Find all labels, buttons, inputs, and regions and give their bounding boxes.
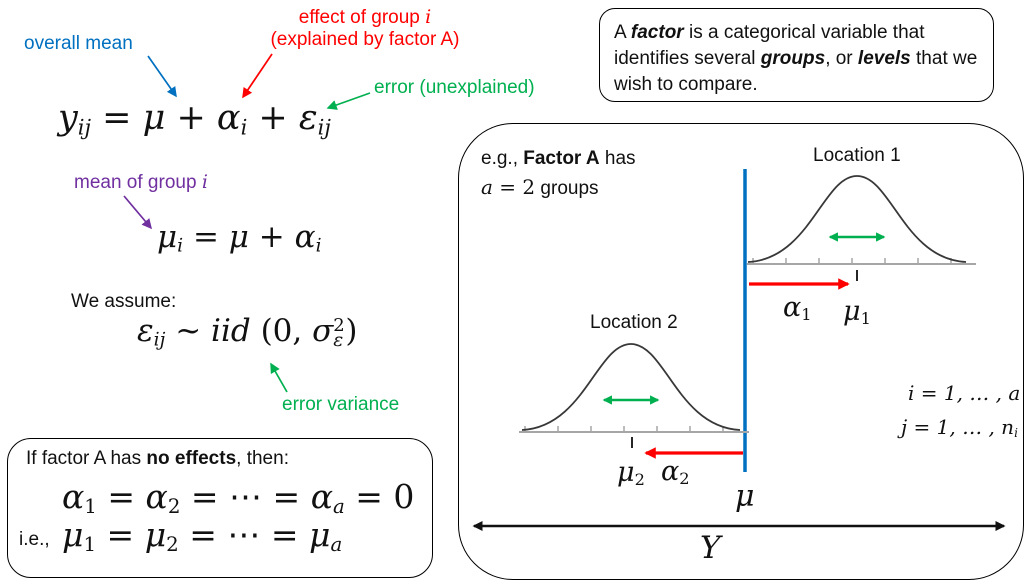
overall-mean-arrow <box>147 55 177 98</box>
alpha1-label: α1 <box>783 292 812 325</box>
index-j-label: j = 1, … , ni <box>901 415 1018 440</box>
main-diagram-box <box>458 123 1024 580</box>
levels-word: levels <box>857 48 911 69</box>
factor-definition-text: A factor is a categorical variable that … <box>614 22 978 95</box>
effect-arrow <box>242 53 273 99</box>
mu-equation: μ1 = μ2 = ⋯ = μa <box>62 515 343 556</box>
factor-definition-box <box>599 8 994 102</box>
example-text: e.g., Factor A has a = 2 groups <box>481 148 636 199</box>
assumption-equation: εij ~ iid (0, σ2ε) <box>137 313 358 351</box>
mu-label: μ <box>735 479 755 514</box>
y-axis-label: Y <box>700 530 721 566</box>
alpha-equation: α1 = α2 = ⋯ = αa = 0 <box>62 477 415 518</box>
no-effects-box <box>7 438 433 578</box>
location1-label: Location 1 <box>813 145 901 166</box>
mu2-label: μ2 <box>617 457 645 490</box>
error-variance-arrow <box>270 362 288 393</box>
alpha2-label: α2 <box>661 456 690 489</box>
error-label: error (unexplained) <box>374 77 535 98</box>
no-effects-line: If factor A has no effects, then: <box>26 448 289 469</box>
location2-label: Location 2 <box>590 312 678 333</box>
no-effects-bold: no effects <box>146 448 237 469</box>
error-variance-label: error variance <box>282 394 400 415</box>
index-i-label: i = 1, … , a <box>908 381 1021 405</box>
overall-mean-label: overall mean <box>24 33 133 54</box>
factor-a-bold: Factor A <box>523 148 600 169</box>
mu1-label: μ1 <box>843 296 871 329</box>
effect-label: effect of group i (explained by factor A… <box>270 6 460 50</box>
mean-of-group-arrow <box>123 195 152 230</box>
model-equation: yij = μ + αi + εij <box>58 98 331 140</box>
group-mean-equation: μi = μ + αi <box>157 219 322 257</box>
factor-word: factor <box>630 22 684 43</box>
mean-of-group-var-i: i <box>201 171 208 193</box>
mean-of-group-label: mean of group i <box>74 171 208 193</box>
ie-label: i.e., <box>19 529 50 550</box>
error-arrow <box>326 92 371 110</box>
groups-word: groups <box>760 48 826 69</box>
we-assume-label: We assume: <box>71 291 177 312</box>
effect-var-i: i <box>425 6 432 28</box>
